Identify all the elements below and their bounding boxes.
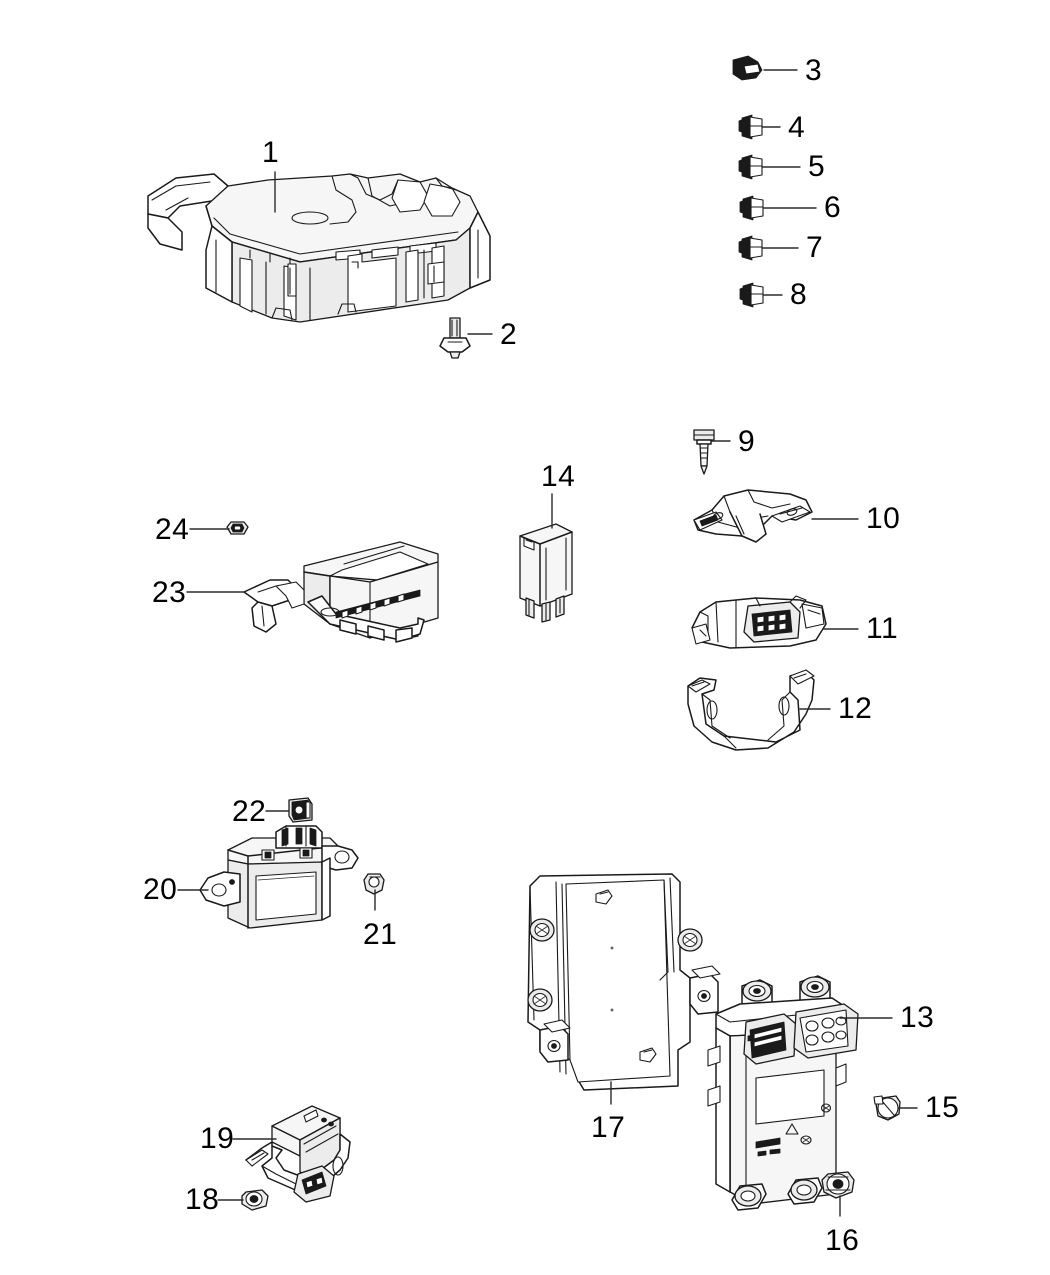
callout-number-1: 1 xyxy=(262,136,280,169)
callout-number-4: 4 xyxy=(788,111,806,144)
callout-number-14: 14 xyxy=(541,460,576,493)
part-21-grommet xyxy=(363,873,385,895)
callout-number-5: 5 xyxy=(808,150,826,183)
part-18-nut-washer xyxy=(241,1189,269,1211)
part-10-sensor-mounting-bracket xyxy=(693,489,813,543)
callout-number-22: 22 xyxy=(232,795,267,828)
callout-number-8: 8 xyxy=(790,278,808,311)
callout-number-16: 16 xyxy=(825,1224,860,1257)
part-3-wiring-connector-clip xyxy=(732,55,763,81)
part-23-fuse-block-assembly xyxy=(243,541,439,643)
callout-number-11: 11 xyxy=(866,612,899,645)
callout-number-12: 12 xyxy=(838,692,873,725)
part-20-control-module xyxy=(199,825,359,929)
part-13-electronic-control-module xyxy=(707,975,859,1211)
part-7-retainer-clip xyxy=(738,235,763,261)
callout-number-2: 2 xyxy=(500,318,518,351)
callout-number-19: 19 xyxy=(200,1122,235,1155)
callout-number-13: 13 xyxy=(900,1001,935,1034)
part-1-power-distribution-center-housing xyxy=(147,173,491,323)
part-16-flange-nut xyxy=(821,1171,855,1199)
callout-number-17: 17 xyxy=(591,1111,626,1144)
callout-number-21: 21 xyxy=(363,918,398,951)
part-2-push-pin-rivet xyxy=(439,317,471,359)
part-22-mounting-clip xyxy=(288,797,313,823)
callout-number-9: 9 xyxy=(738,425,756,458)
part-17-module-mounting-bracket-plate xyxy=(527,873,721,1091)
part-24-nut xyxy=(226,521,249,535)
callout-number-18: 18 xyxy=(185,1183,220,1216)
part-5-retainer-clip xyxy=(738,154,763,180)
callout-number-23: 23 xyxy=(152,576,187,609)
part-9-hex-flange-bolt xyxy=(693,429,715,475)
part-6-retainer-clip xyxy=(739,195,764,221)
part-15-screw xyxy=(873,1095,901,1121)
part-4-retainer-clip xyxy=(738,114,763,140)
bracket-bolt xyxy=(677,928,703,952)
callout-number-20: 20 xyxy=(143,873,178,906)
callout-number-3: 3 xyxy=(805,54,823,87)
callout-number-10: 10 xyxy=(866,502,901,535)
part-8-retainer-clip xyxy=(739,282,764,308)
callout-number-7: 7 xyxy=(806,231,824,264)
part-14-relay xyxy=(519,523,573,623)
callout-number-15: 15 xyxy=(925,1091,960,1124)
bracket-bolt xyxy=(527,988,553,1012)
callout-number-24: 24 xyxy=(155,513,190,546)
leader-lines xyxy=(177,69,918,1217)
bracket-bolt xyxy=(529,918,555,942)
part-11-impact-sensor-with-connector xyxy=(691,595,827,649)
part-19-yaw-rate-sensor-assembly xyxy=(245,1105,351,1203)
part-12-sensor-mounting-bracket xyxy=(687,669,815,751)
callout-number-6: 6 xyxy=(824,191,842,224)
